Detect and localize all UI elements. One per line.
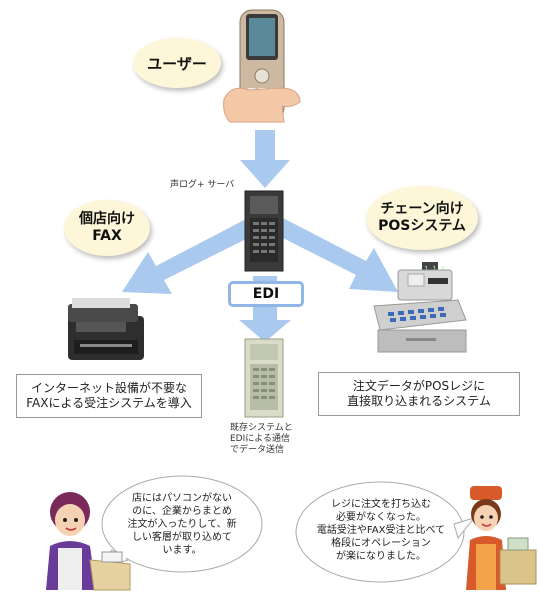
server-icon: [244, 190, 284, 272]
arrow-to-fax: [122, 218, 256, 294]
legacy-label-line3: でデータ送信: [230, 445, 285, 455]
fax-bubble-line1: 個店向け: [79, 211, 135, 227]
legacy-server-icon: [244, 338, 284, 418]
arrow-to-legacy: [239, 276, 291, 342]
right-speech-line3: 電話受注やFAX受注と比べて: [316, 525, 446, 536]
pos-description-line2: 直接取り込まれるシステム: [347, 394, 491, 408]
fax-description-line2: FAXによる受注システムを導入: [26, 396, 192, 410]
shopkeeper-girl-icon: [466, 486, 537, 590]
right-speech-line2: 必要がなくなった。: [336, 512, 426, 523]
user-bubble-label: ユーザー: [147, 54, 207, 73]
pos-description-box: 注文データがPOSレジに 直接取り込まれるシステム: [318, 372, 520, 416]
edi-badge: EDI: [228, 281, 304, 307]
right-speech-balloon: [295, 481, 476, 583]
arrow-to-server: [240, 130, 290, 188]
fax-bubble: 個店向け FAX: [64, 200, 150, 256]
shopkeeper-woman-icon: [46, 492, 131, 591]
left-speech-line4: しい客層が取り込めて: [132, 532, 232, 543]
left-speech-text: 店にはパソコンがない のに、企業からまとめ 注文が入ったりして、新 しい客層が取…: [112, 492, 252, 557]
edi-label: EDI: [252, 286, 280, 302]
pos-bubble: チェーン向け POSシステム: [366, 186, 478, 250]
legacy-label-line2: EDIによる通信: [230, 434, 291, 444]
left-speech-line3: 注文が入ったりして、新: [127, 519, 237, 530]
right-speech-line4: 格段にオペレーション: [331, 538, 431, 549]
user-bubble: ユーザー: [133, 38, 221, 88]
cash-register-icon: 1 1 1: [373, 262, 467, 353]
pos-description-line1: 注文データがPOSレジに: [352, 379, 486, 393]
arrow-to-pos: [275, 218, 398, 292]
fax-description-box: インターネット設備が不要な FAXによる受注システムを導入: [16, 374, 202, 418]
legacy-label-line1: 既存システムと: [230, 423, 293, 433]
fax-bubble-line2: FAX: [92, 228, 122, 244]
legacy-label: 既存システムと EDIによる通信 でデータ送信: [230, 423, 310, 456]
right-speech-line5: が楽になりました。: [336, 551, 426, 562]
left-speech-line5: います。: [162, 545, 202, 556]
left-speech-line1: 店にはパソコンがない: [132, 493, 232, 504]
mobile-phone-icon: [223, 9, 301, 123]
left-speech-line2: のに、企業からまとめ: [132, 506, 232, 517]
right-speech-line1: レジに注文を打ち込む: [331, 499, 431, 510]
right-speech-text: レジに注文を打ち込む 必要がなくなった。 電話受注やFAX受注と比べて 格段にオ…: [298, 498, 464, 563]
fax-description-line1: インターネット設備が不要な: [30, 381, 187, 395]
pos-bubble-line2: POSシステム: [378, 218, 466, 234]
pos-bubble-line1: チェーン向け: [380, 201, 464, 217]
pos-display-text: 1 1 1: [424, 265, 445, 273]
server-label: 声ログ+ サーバ: [170, 180, 235, 190]
fax-machine-icon: [68, 298, 144, 360]
